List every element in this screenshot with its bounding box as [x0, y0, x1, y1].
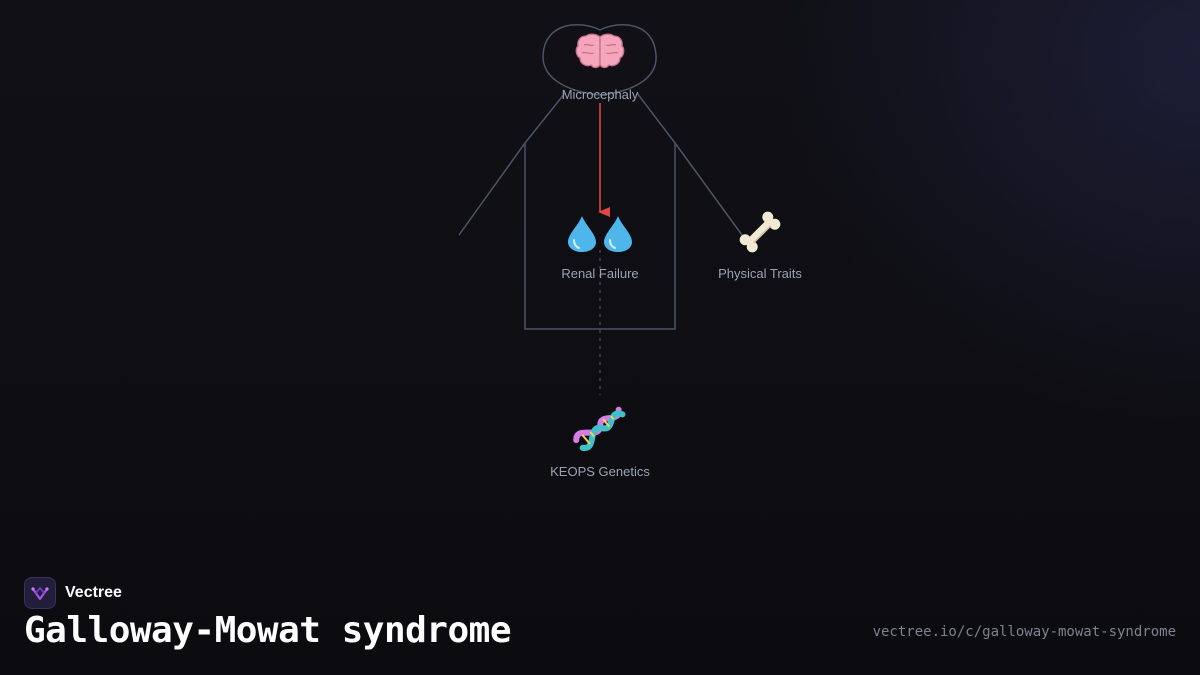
physical-traits-label: Physical Traits — [718, 266, 802, 281]
right-arm-outline — [636, 92, 743, 236]
renal-failure-label: Renal Failure — [561, 266, 638, 281]
page-url[interactable]: vectree.io/c/galloway-mowat-syndrome — [872, 624, 1176, 640]
keops-genetics-label: KEOPS Genetics — [550, 464, 650, 479]
bone-icon — [739, 211, 781, 253]
brand[interactable]: Vectree — [24, 577, 122, 609]
droplets-icon — [568, 216, 632, 252]
torso-outline — [524, 143, 676, 330]
left-arm-outline — [458, 92, 566, 236]
microcephaly-label: Microcephaly — [562, 87, 639, 102]
head-outline — [542, 24, 657, 96]
brand-name: Vectree — [65, 584, 122, 601]
dna-icon — [573, 406, 626, 451]
vectree-logo-icon — [24, 577, 56, 609]
page-title: Galloway-Mowat syndrome — [24, 610, 512, 651]
brain-icon — [575, 33, 625, 69]
